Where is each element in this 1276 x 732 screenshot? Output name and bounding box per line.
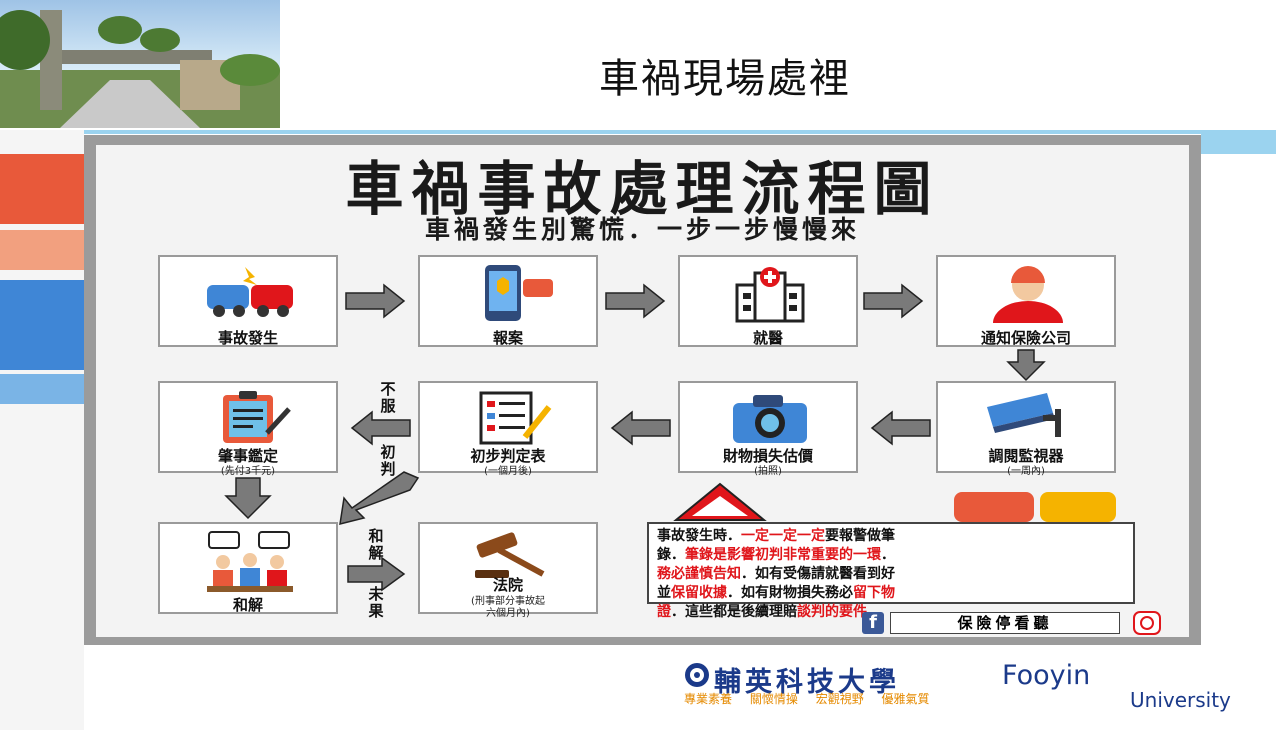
step-report: 報案	[418, 255, 598, 347]
poster-footer-tag: 保險停看聽	[890, 612, 1120, 634]
phone-call-icon	[485, 265, 553, 321]
cctv-camera-icon	[987, 393, 1061, 437]
parked-cars-icon	[954, 492, 1034, 522]
step-label: 肇事鑑定	[217, 447, 278, 465]
arrow-right	[863, 283, 924, 319]
checklist-icon	[479, 391, 552, 445]
step-label: 財物損失估價	[722, 447, 813, 465]
step-note: 六個月內)	[486, 608, 530, 619]
step-settlement: 和解	[158, 522, 338, 614]
school-name-en: Fooyin	[1002, 660, 1091, 691]
meeting-icon	[207, 531, 293, 592]
branch-label-no-result: 未 果	[368, 585, 384, 620]
motto-item: 宏觀視野	[815, 692, 864, 706]
clipboard-icon	[223, 391, 291, 443]
gavel-icon	[475, 532, 545, 578]
instagram-icon	[1133, 611, 1161, 635]
arrow-diagonal	[339, 471, 420, 526]
hospital-icon	[735, 267, 805, 323]
motto-item: 關懷情操	[749, 692, 798, 706]
branch-label-dispute: 初 判	[380, 443, 396, 478]
car-crash-icon	[207, 267, 293, 317]
motto-item: 專業素養	[684, 692, 733, 706]
arrow-left	[610, 410, 671, 446]
school-seal-icon	[685, 663, 709, 687]
facebook-icon: f	[862, 612, 884, 634]
step-preliminary-judgment: 初步判定表 (一個月後)	[418, 381, 598, 477]
step-property-loss: 財物損失估價 (拍照)	[678, 381, 858, 477]
step-accident: 事故發生	[158, 255, 338, 347]
step-note: (刑事部分事故起	[471, 596, 545, 607]
step-label: 事故發生	[217, 329, 278, 347]
arrow-down	[224, 477, 272, 520]
step-notify-insurance: 通知保險公司	[936, 255, 1116, 347]
motto-item: 優雅氣質	[881, 692, 930, 706]
school-name: 輔英科技大學	[714, 667, 900, 698]
camera-icon	[733, 395, 807, 443]
school-mottos: 專業素養 關懷情操 宏觀視野 優雅氣質	[684, 690, 944, 707]
arrow-right	[347, 556, 406, 592]
campus-gate-icon	[0, 10, 280, 128]
arrow-left	[870, 410, 931, 446]
branch-label-settlement: 和 解	[368, 527, 384, 562]
step-hospital: 就醫	[678, 255, 858, 347]
slide-title: 車禍現場處裡	[599, 56, 851, 102]
poster-title: 車禍事故處理流程圖	[345, 155, 940, 223]
step-label: 報案	[492, 329, 523, 347]
poster-subtitle: 車禍發生別驚慌．一步一步慢慢來	[424, 215, 860, 244]
step-label: 就醫	[752, 329, 783, 347]
step-label: 法院	[492, 576, 523, 594]
call-agent-icon	[993, 266, 1063, 323]
notice-box: 事故發生時．一定一定一定要報警做筆 錄．筆錄是影響初判非常重要的一環． 務必謹慎…	[647, 522, 1135, 620]
arrow-right	[345, 283, 406, 319]
campus-photo	[0, 0, 280, 128]
step-label: 通知保險公司	[980, 329, 1071, 347]
step-cctv: 調閱監視器 (一周內)	[936, 381, 1116, 477]
step-label: 初步判定表	[470, 447, 546, 465]
step-note: (一周內)	[1007, 466, 1045, 477]
arrow-left	[350, 410, 411, 446]
school-name-university: University	[1130, 688, 1231, 712]
step-note: (先付3千元)	[220, 466, 276, 477]
step-label: 調閱監視器	[988, 447, 1064, 465]
arrow-right	[605, 283, 666, 319]
branch-label-dispute: 不 服	[380, 380, 396, 415]
step-accident-appraisal: 肇事鑑定 (先付3千元)	[158, 381, 338, 477]
arrow-down	[1006, 349, 1046, 382]
step-note: (一個月後)	[484, 466, 532, 477]
step-court: 法院 (刑事部分事故起 六個月內)	[418, 522, 598, 619]
step-label: 和解	[232, 596, 263, 614]
step-note: (拍照)	[754, 466, 782, 477]
